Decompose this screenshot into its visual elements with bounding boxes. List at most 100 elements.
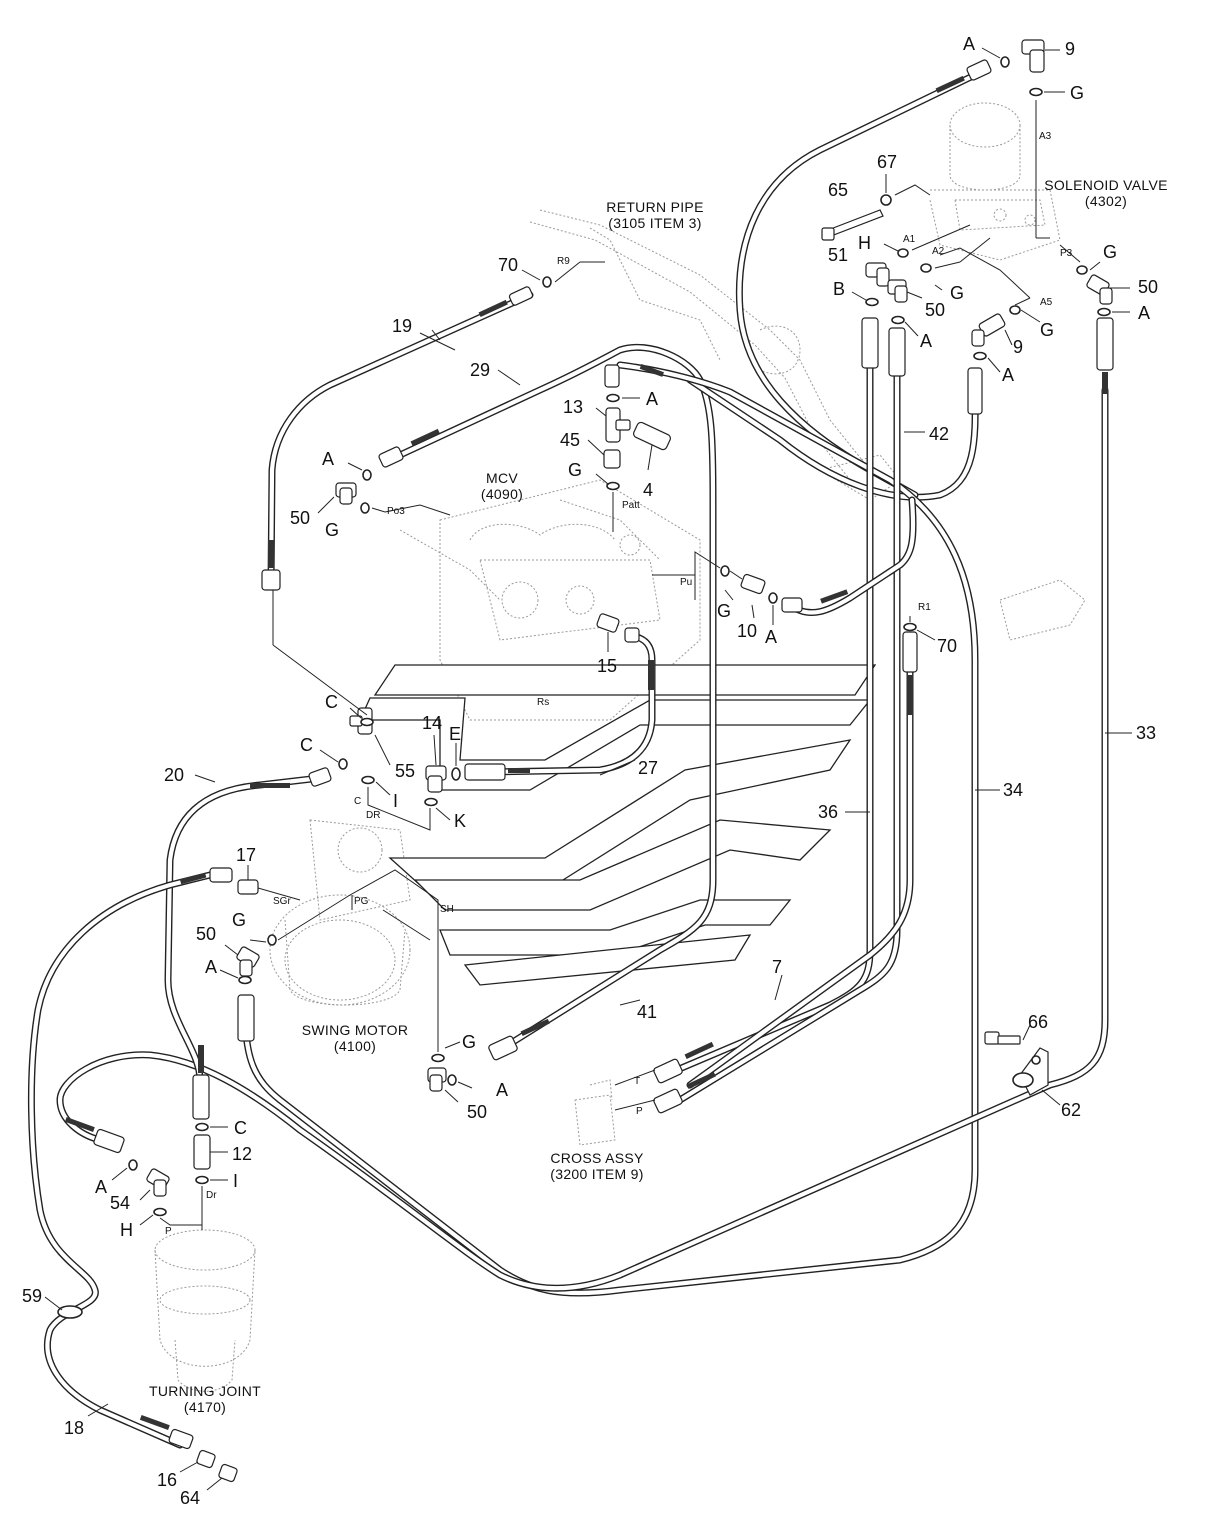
component-captions: RETURN PIPE (3105 ITEM 3) SOLENOID VALVE… <box>149 177 1168 1415</box>
return-pipe-ref: (3105 ITEM 3) <box>608 215 701 231</box>
port-T: T <box>634 1076 640 1087</box>
callout-65: 65 <box>828 180 848 200</box>
callout-70-right: 70 <box>937 636 957 656</box>
hose-34 <box>241 361 979 1297</box>
callout-7: 7 <box>772 957 782 977</box>
letter-A: A <box>646 389 658 409</box>
port-labels: A3 A1 A2 P3 A5 R9 R1 Po3 Patt Pu Rs C DR… <box>165 131 1073 1237</box>
letter-G: G <box>568 460 582 480</box>
callout-62: 62 <box>1061 1100 1081 1120</box>
hose-from-R1 <box>686 656 914 1089</box>
callout-55: 55 <box>395 761 415 781</box>
solenoid-valve-label: SOLENOID VALVE <box>1044 177 1168 193</box>
mcv-ref: (4090) <box>481 486 523 502</box>
port-R9: R9 <box>557 256 570 267</box>
callout-13: 13 <box>563 397 583 417</box>
callout-42: 42 <box>929 424 949 444</box>
callout-9-top: 9 <box>1065 39 1075 59</box>
part-callouts: 9 67 65 51 50 50 9 70 19 29 13 45 4 42 5… <box>22 39 1158 1508</box>
clamp-59 <box>57 1305 83 1319</box>
hose-10 <box>786 496 917 617</box>
hose-33 <box>56 386 1109 1292</box>
solenoid-valve-ghost <box>929 102 1061 261</box>
letter-A: A <box>963 34 975 54</box>
swing-motor-ghost <box>269 819 411 1006</box>
callout-15: 15 <box>597 656 617 676</box>
port-PG: PG <box>354 896 369 907</box>
port-C: C <box>354 796 361 807</box>
port-P-joint: P <box>165 1226 172 1237</box>
callout-50-solenoid-left: 50 <box>925 300 945 320</box>
letter-K: K <box>454 811 466 831</box>
letter-A: A <box>95 1177 107 1197</box>
swing-motor-label: SWING MOTOR <box>302 1022 408 1038</box>
callout-33: 33 <box>1136 723 1156 743</box>
letter-A: A <box>1002 365 1014 385</box>
return-pipe-label: RETURN PIPE <box>606 199 703 215</box>
small-parts <box>57 39 1113 1483</box>
fitting-45 <box>603 449 621 469</box>
callout-66: 66 <box>1028 1012 1048 1032</box>
callout-16: 16 <box>157 1470 177 1490</box>
letter-H: H <box>120 1220 133 1240</box>
hose-19 <box>267 291 534 589</box>
callout-41: 41 <box>637 1002 657 1022</box>
cross-assy-ref: (3200 ITEM 9) <box>550 1166 643 1182</box>
port-Patt: Patt <box>622 500 640 511</box>
fitting-16 <box>196 1449 216 1469</box>
callout-50-solenoid-right: 50 <box>1138 277 1158 297</box>
elbow-9-top <box>1021 39 1045 73</box>
port-DR-swing: DR <box>366 810 380 821</box>
letter-E: E <box>449 724 461 744</box>
callout-54: 54 <box>110 1193 130 1213</box>
callout-18: 18 <box>64 1418 84 1438</box>
letter-G: G <box>717 601 731 621</box>
clamp-62 <box>1012 1047 1049 1096</box>
fitting-17 <box>237 879 259 895</box>
callout-50-swing: 50 <box>196 924 216 944</box>
callout-20: 20 <box>164 765 184 785</box>
letter-G: G <box>325 520 339 540</box>
letter-G: G <box>1040 320 1054 340</box>
callout-17: 17 <box>236 845 256 865</box>
elbow-54 <box>146 1168 170 1197</box>
letter-B: B <box>833 279 845 299</box>
letter-A: A <box>322 449 334 469</box>
swing-motor-ref: (4100) <box>334 1038 376 1054</box>
port-Dr-joint: Dr <box>206 1190 217 1201</box>
port-A5: A5 <box>1040 297 1053 308</box>
hose-fittings <box>64 59 1114 1450</box>
letter-I: I <box>233 1171 238 1191</box>
mcv-label: MCV <box>486 470 518 486</box>
port-Pu: Pu <box>680 577 692 588</box>
port-Rs: Rs <box>537 697 549 708</box>
callout-59: 59 <box>22 1286 42 1306</box>
elbow-50-swing <box>236 946 260 977</box>
letter-G: G <box>1103 242 1117 262</box>
callout-70-top: 70 <box>498 255 518 275</box>
elbow-50-solenoid-right <box>1086 274 1113 305</box>
seal-letter-callouts: A G H B G G G A A A A A G G G A C C E I … <box>95 34 1150 1240</box>
hoses <box>27 71 1109 1449</box>
elbow-50-bottom <box>427 1067 447 1092</box>
hose-18 <box>27 871 214 1449</box>
solenoid-valve-ref: (4302) <box>1085 193 1127 209</box>
callout-14: 14 <box>422 713 442 733</box>
bolt-65 <box>821 209 884 241</box>
turning-joint-ghost <box>154 1229 256 1392</box>
port-A3: A3 <box>1039 131 1052 142</box>
turning-joint-ref: (4170) <box>184 1399 226 1415</box>
letter-G: G <box>232 910 246 930</box>
o-rings <box>128 56 1111 1217</box>
letter-C: C <box>300 735 313 755</box>
port-P: P <box>636 1106 643 1117</box>
letter-A: A <box>765 627 777 647</box>
cross-assy-label: CROSS ASSY <box>550 1150 644 1166</box>
bolt-66 <box>984 1031 1021 1045</box>
cap-64 <box>218 1463 238 1483</box>
callout-29: 29 <box>470 360 490 380</box>
fitting-10 <box>740 573 766 595</box>
callout-4: 4 <box>643 480 653 500</box>
port-A2: A2 <box>932 246 945 257</box>
letter-A: A <box>496 1080 508 1100</box>
